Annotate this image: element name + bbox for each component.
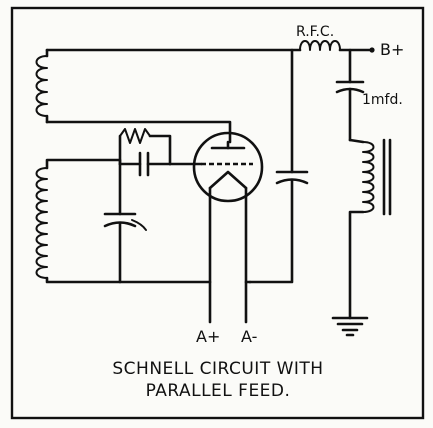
tickler-coil (35, 48, 49, 124)
bplus-label: B+ (380, 40, 404, 59)
caption-line-2: PARALLEL FEED. (146, 381, 291, 401)
bypass-wire-lower (248, 178, 294, 284)
grid-capacitor (118, 151, 172, 177)
caption-line-1: SCHNELL CIRCUIT WITH (112, 359, 323, 379)
diagram-frame (10, 6, 425, 420)
transformer-top-lead (348, 138, 365, 144)
vacuum-tube (192, 131, 264, 203)
coil-top-wire (45, 158, 122, 170)
rf-choke (299, 40, 341, 51)
bplus-terminal (369, 47, 375, 53)
ground-symbol (331, 316, 369, 337)
grid-leak-resistor (118, 128, 172, 166)
output-transformer (362, 138, 392, 216)
aminus-label: A- (241, 327, 257, 346)
plate-wire (45, 120, 232, 144)
coil-bottom-wire (45, 276, 212, 284)
transformer-bottom-lead (348, 210, 365, 320)
variable-capacitor (103, 162, 147, 284)
rfc-label: R.F.C. (296, 24, 334, 40)
cap-value-label: 1mfd. (362, 92, 403, 108)
aplus-label: A+ (196, 327, 220, 346)
tuning-coil (35, 167, 48, 279)
